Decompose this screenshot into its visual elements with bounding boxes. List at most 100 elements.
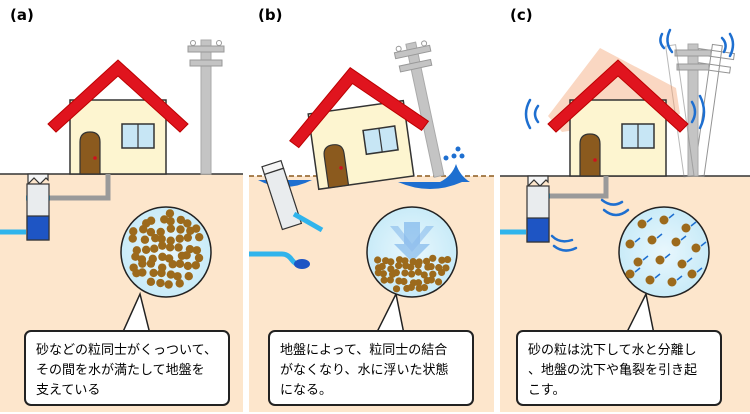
soil-grain — [191, 224, 201, 233]
soil-grain — [166, 236, 175, 245]
soil-grain — [415, 284, 423, 292]
soil-grain — [671, 237, 681, 247]
soil-grain — [138, 268, 147, 277]
soil-grain — [165, 209, 175, 218]
soil-closeup-a — [120, 206, 212, 335]
soil-grain — [132, 246, 141, 255]
water-mark — [690, 221, 697, 227]
soil-grain — [194, 253, 204, 263]
soil-grain — [407, 263, 415, 271]
soil-grain — [192, 246, 202, 255]
panel-label-a: (a) — [10, 6, 34, 24]
house-a — [47, 59, 189, 175]
soil-grain — [429, 270, 437, 278]
soil-grain — [165, 243, 175, 252]
house-b — [289, 66, 430, 191]
soil-grain — [131, 252, 140, 261]
soil-grain — [195, 232, 204, 242]
soil-grain — [184, 271, 193, 281]
soil-grain — [146, 216, 156, 225]
soil-grain — [158, 241, 167, 250]
soil-grain — [395, 256, 404, 264]
utility-pole-a — [187, 39, 225, 175]
soil-grain — [427, 262, 435, 271]
soil-grain — [174, 243, 183, 252]
soil-grain — [637, 219, 647, 229]
water-mark — [676, 275, 683, 281]
soil-grain — [183, 233, 193, 242]
soil-grain — [427, 276, 435, 284]
soil-grain — [401, 269, 409, 277]
water-mark — [656, 233, 663, 239]
caption-a: 砂などの粒同士がくっついて、 その間を水が満たして地盤を 支えている — [24, 330, 230, 406]
soil-grain — [150, 244, 159, 253]
soil-grain — [647, 235, 657, 245]
soil-grain — [408, 270, 416, 278]
soil-grain — [378, 262, 386, 271]
water-mark — [634, 237, 641, 243]
soil-grain — [129, 227, 138, 236]
water-pool-b2 — [398, 182, 462, 189]
soil-grain — [175, 234, 184, 243]
soil-grain — [444, 255, 452, 264]
water-mark — [646, 217, 653, 223]
soil-grain — [176, 225, 185, 234]
soil-grain — [442, 264, 450, 272]
soil-grain — [151, 233, 160, 243]
soil-grain — [633, 257, 643, 267]
soil-grain — [392, 269, 400, 277]
soil-grain — [173, 272, 182, 281]
soil-grain — [374, 256, 382, 264]
soil-grain — [400, 277, 408, 286]
manhole-a — [26, 173, 50, 241]
caption-b: 地盤によって、粒同士の結合 がなくなり、水に浮いた状態 になる。 — [268, 330, 474, 406]
soil-grain — [176, 215, 186, 225]
soil-grain — [166, 270, 176, 279]
water-spout-b — [440, 164, 470, 182]
soil-grain — [138, 259, 147, 268]
water-mark — [696, 267, 703, 273]
soil-grain — [183, 219, 192, 228]
water-mark — [634, 267, 641, 273]
caption-c: 砂の粒は沈下して水と分離し 、地盤の沈下や亀裂を引き起 こす。 — [516, 330, 722, 406]
soil-grain — [386, 276, 394, 284]
soil-grain — [191, 261, 201, 270]
soil-grain — [379, 270, 387, 278]
soil-grain — [625, 269, 635, 279]
soil-grain — [166, 217, 175, 226]
manhole-c — [526, 175, 550, 243]
soil-grain — [414, 261, 422, 269]
soil-grain — [409, 258, 417, 266]
soil-grain — [625, 239, 635, 249]
soil-grain — [420, 271, 428, 279]
soil-grain — [149, 268, 158, 278]
soil-grain — [414, 279, 423, 287]
soil-grain — [387, 258, 395, 266]
panel-c — [500, 28, 750, 412]
soil-grain — [146, 277, 156, 287]
soil-grain — [414, 268, 422, 276]
soil-grain — [139, 225, 148, 234]
house-c — [547, 59, 689, 177]
soil-grain — [140, 235, 150, 244]
soil-grain — [380, 276, 388, 284]
water-mark — [642, 255, 649, 261]
soil-grain — [157, 234, 166, 244]
soil-grain — [157, 268, 166, 278]
soil-grain — [128, 234, 137, 243]
soil-grain — [667, 277, 677, 287]
manhole-b — [261, 159, 303, 231]
soil-grain — [166, 224, 176, 233]
soil-grain — [691, 243, 701, 253]
utility-pole-b — [393, 40, 445, 178]
soil-grain — [438, 256, 446, 264]
panel-b — [249, 40, 494, 412]
soil-grain — [645, 275, 655, 285]
soil-grain — [164, 280, 173, 289]
sinking-arrow-b — [390, 222, 434, 262]
soil-grain — [392, 285, 401, 293]
broken-pipes-b — [249, 211, 324, 269]
soil-grain — [429, 254, 437, 262]
soil-grain — [677, 259, 687, 269]
